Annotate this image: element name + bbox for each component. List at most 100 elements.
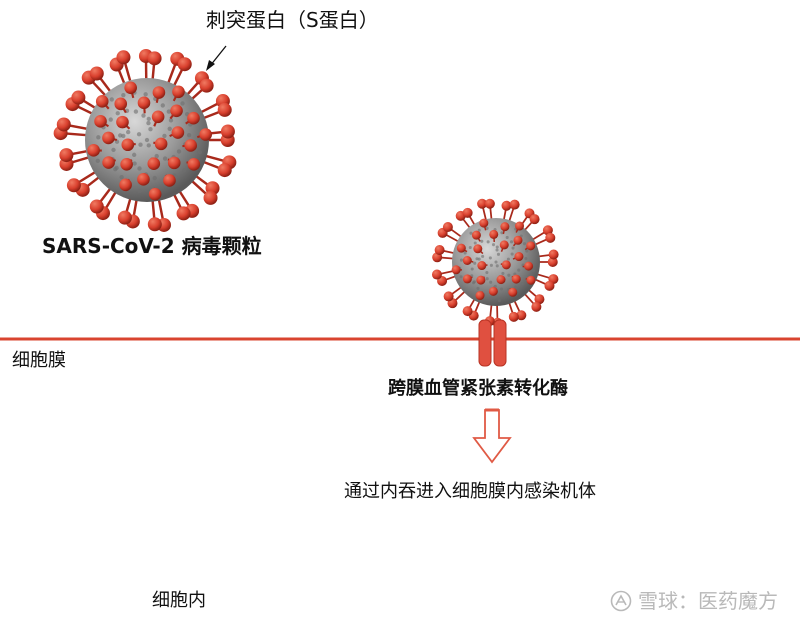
spike-knob: [138, 97, 151, 110]
surface-dot: [532, 269, 535, 272]
spike-knob: [500, 240, 509, 249]
surface-dot: [498, 299, 501, 302]
spike-knob: [199, 128, 212, 141]
virus-particle-small: [432, 199, 559, 328]
spike-knob: [59, 148, 73, 162]
surface-dot: [96, 159, 100, 163]
spike-knob: [497, 275, 506, 284]
surface-dot: [161, 103, 165, 107]
spike-knob: [472, 231, 481, 240]
surface-dot: [187, 133, 191, 137]
surface-dot: [494, 260, 497, 263]
surface-dot: [134, 109, 138, 113]
cell-membrane-label: 细胞膜: [12, 352, 66, 370]
spike-knob: [124, 81, 137, 94]
surface-dot: [496, 264, 499, 267]
spike-knob: [463, 256, 472, 265]
spike-knob: [71, 91, 85, 105]
surface-dot: [495, 248, 498, 251]
surface-dot: [177, 149, 181, 153]
surface-dot: [132, 161, 136, 165]
spike-knob: [443, 222, 453, 232]
surface-dot: [511, 253, 514, 256]
spike-knob: [221, 124, 235, 138]
spike-knob: [177, 206, 191, 220]
endocytosis-label: 通过内吞进入细胞膜内感染机体: [344, 483, 596, 501]
spike-knob: [137, 173, 150, 186]
surface-dot: [163, 156, 167, 160]
surface-dot: [485, 271, 488, 274]
spike-knob: [526, 276, 535, 285]
surface-dot: [132, 153, 136, 157]
spike-knob: [463, 274, 472, 283]
arrow-pointer-icon: [206, 46, 226, 71]
spike-knob: [153, 86, 166, 99]
surface-dot: [489, 297, 492, 300]
surface-dot: [469, 246, 472, 249]
spike-knob: [168, 157, 181, 170]
spike-knob: [544, 281, 554, 291]
surface-dot: [141, 113, 145, 117]
spike-knob: [512, 275, 521, 284]
surface-dot: [473, 262, 476, 265]
spike-knob: [218, 103, 232, 117]
spike-knob: [184, 139, 197, 152]
spike-knob: [120, 158, 133, 171]
surface-dot: [168, 127, 172, 131]
surface-dot: [490, 264, 493, 267]
surface-dot: [111, 148, 115, 152]
spike-knob: [489, 287, 498, 296]
surface-dot: [126, 130, 130, 134]
spike-knob: [57, 117, 71, 131]
surface-dot: [138, 143, 142, 147]
surface-dot: [119, 175, 123, 179]
surface-dot: [143, 92, 147, 96]
spike-knob: [90, 66, 104, 80]
spike-knob: [116, 116, 129, 129]
spike-knob: [218, 163, 232, 177]
spike-knob: [148, 51, 162, 65]
spike-knob: [188, 158, 201, 171]
snowball-logo-icon: [610, 590, 632, 612]
spike-knob: [479, 219, 488, 228]
surface-dot: [113, 167, 117, 171]
surface-dot: [182, 168, 186, 172]
spike-knob: [502, 260, 511, 269]
surface-dot: [137, 132, 141, 136]
spike-knob: [463, 306, 473, 316]
spike-knob: [549, 250, 559, 260]
spike-knob: [67, 178, 81, 192]
spike-knob: [148, 217, 162, 231]
surface-dot: [110, 97, 114, 101]
spike-knob: [514, 252, 523, 261]
spike-knob: [114, 98, 127, 111]
spike-knob: [119, 179, 132, 192]
spike-knob: [155, 138, 168, 151]
surface-dot: [109, 117, 113, 121]
surface-dot: [486, 277, 489, 280]
spike-knob: [463, 208, 473, 218]
spike-knob: [90, 200, 104, 214]
spike-knob: [149, 188, 162, 201]
surface-dot: [475, 257, 478, 260]
spike-knob: [178, 57, 192, 71]
virus-particle-label: SARS-CoV-2 病毒颗粒: [42, 236, 262, 256]
surface-dot: [162, 134, 166, 138]
surface-dot: [476, 287, 479, 290]
spike-knob: [489, 230, 498, 239]
virus-particle-large: [54, 49, 237, 232]
surface-dot: [500, 287, 503, 290]
surface-dot: [121, 93, 125, 97]
watermark: 雪球：医药魔方: [610, 590, 778, 612]
surface-dot: [147, 117, 151, 121]
surface-dot: [148, 127, 152, 131]
spike-knob: [485, 199, 495, 209]
spike-knob: [476, 291, 485, 300]
spike-knob: [435, 245, 445, 255]
surface-dot: [118, 133, 122, 137]
ace2-receptor: [479, 320, 506, 366]
spike-knob: [509, 312, 519, 322]
spike-knob: [170, 104, 183, 117]
